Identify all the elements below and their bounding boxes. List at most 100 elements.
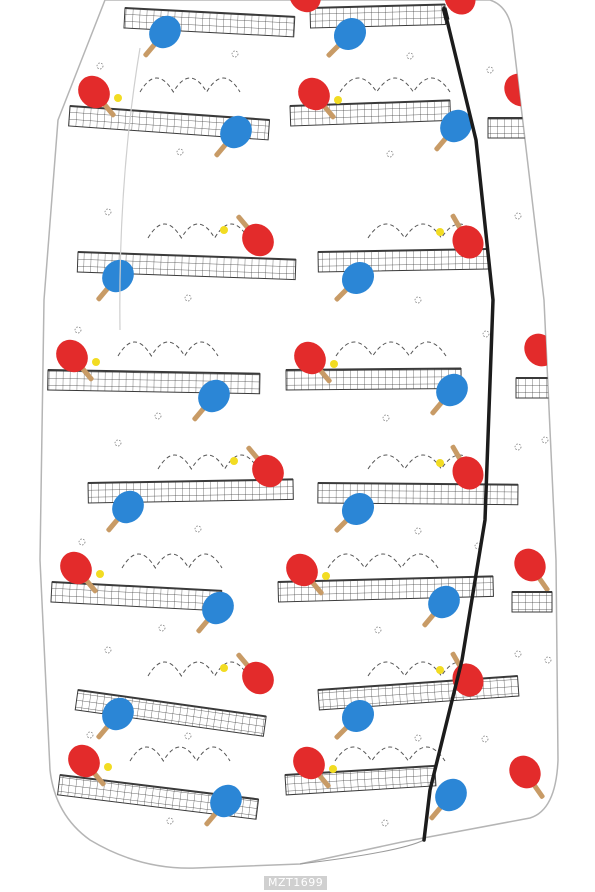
net-mesh [516, 378, 556, 398]
paddle-head [102, 697, 134, 731]
ball [220, 226, 228, 234]
paddle-head [333, 17, 367, 51]
bounce-mark [386, 150, 394, 158]
table-net [511, 591, 553, 613]
net-mesh [488, 118, 528, 138]
paddle-head [286, 553, 318, 587]
bounce-mark [482, 330, 490, 338]
red-paddle [294, 341, 332, 384]
bounce-mark [486, 66, 494, 74]
ball [92, 358, 100, 366]
bounce-mark [176, 148, 184, 156]
red-paddle [514, 548, 550, 592]
paddle-head [341, 699, 375, 733]
paddle-head [435, 778, 467, 812]
red-paddle [236, 652, 274, 695]
ball [330, 360, 338, 368]
table-net [309, 3, 446, 29]
paddle-head [78, 75, 110, 109]
red-paddle [450, 444, 484, 490]
blue-paddle [196, 591, 234, 634]
ball [104, 763, 112, 771]
paddle-head [60, 551, 92, 585]
bounce-mark [536, 196, 544, 204]
bounce-mark [414, 734, 422, 742]
ball [220, 664, 228, 672]
ball [436, 228, 444, 236]
paddle-head [440, 109, 472, 143]
skirt-fabric [39, 0, 559, 869]
paddle-head [452, 225, 484, 259]
bounce-mark [231, 50, 239, 58]
paddle-head [252, 454, 284, 488]
table-net [515, 377, 557, 399]
paddle-head [68, 744, 100, 778]
bounce-mark [481, 735, 489, 743]
paddle-head [341, 492, 375, 526]
blue-paddle [334, 261, 375, 302]
red-paddle [298, 77, 336, 120]
skirt-body [39, 0, 559, 869]
blue-paddle [96, 697, 134, 740]
paddle-head [149, 15, 181, 49]
net-top-band [124, 7, 295, 18]
ball [322, 572, 330, 580]
bounce-mark [374, 626, 382, 634]
net-top-band [77, 689, 267, 718]
red-paddle [246, 445, 284, 488]
blue-paddle [430, 373, 468, 416]
bounce-mark [166, 817, 174, 825]
paddle-head [242, 661, 274, 695]
ping-pong-pattern [47, 0, 558, 827]
product-code-watermark: MZT1699 [264, 876, 328, 890]
net-mesh [57, 775, 259, 820]
ball [96, 570, 104, 578]
net-top-band [309, 3, 445, 9]
skirt-hem-overlap [299, 839, 425, 865]
paddle-head [112, 490, 144, 524]
bounce-mark [114, 439, 122, 447]
paddle-handle [525, 99, 540, 117]
net-mesh [512, 592, 552, 612]
red-paddle [293, 746, 331, 789]
bounce-mark [184, 732, 192, 740]
ball [436, 459, 444, 467]
blue-paddle [214, 115, 252, 158]
net-top-band [77, 251, 296, 261]
paddle-head [210, 784, 242, 818]
bounce-mark [381, 819, 389, 827]
ball-trajectory [139, 77, 241, 93]
red-paddle [450, 213, 484, 259]
ball-trajectory [147, 223, 249, 239]
ball-trajectory [327, 553, 439, 569]
paddle-head [341, 261, 375, 295]
ball [329, 765, 337, 773]
bounce-mark [96, 62, 104, 70]
skirt-side-seam [119, 47, 141, 331]
paddle-head [428, 585, 460, 619]
table-net [57, 774, 260, 820]
red-paddle [236, 214, 274, 257]
blue-paddle [326, 17, 367, 58]
paddle-head [220, 115, 252, 149]
ball-trajectory [334, 746, 446, 762]
blue-paddle [334, 492, 375, 533]
bounce-mark [154, 412, 162, 420]
red-paddle [68, 744, 106, 787]
red-paddle [289, 0, 321, 13]
bounce-mark [414, 527, 422, 535]
blue-paddle [143, 15, 181, 58]
blue-paddle [434, 109, 472, 152]
bounce-mark [382, 414, 390, 422]
red-paddle [56, 339, 94, 382]
blue-paddle [334, 699, 375, 740]
ball-trajectory [117, 341, 219, 357]
paddle-head [436, 373, 468, 407]
paddle-head [198, 379, 230, 413]
table-net [487, 117, 529, 139]
blue-paddle [192, 379, 230, 422]
bounce-mark [406, 52, 414, 60]
blue-paddle [429, 778, 467, 821]
paddle-head [444, 0, 476, 15]
